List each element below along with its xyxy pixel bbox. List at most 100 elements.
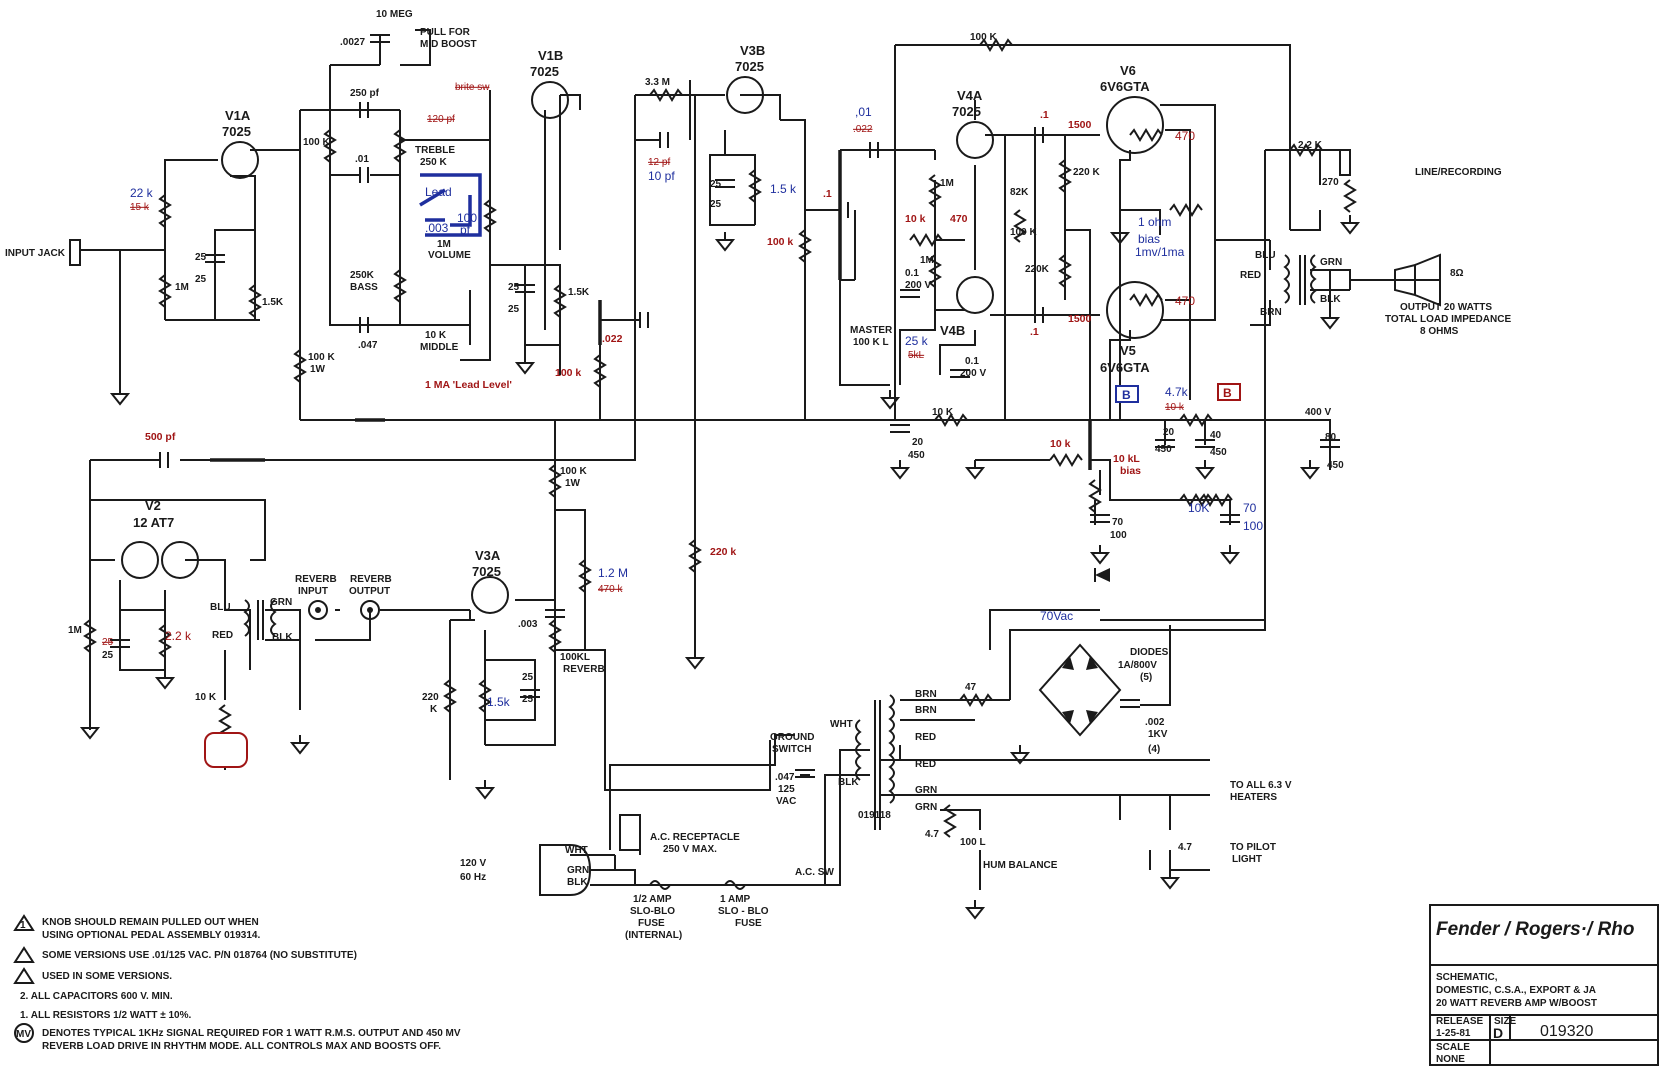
- svg-text:500 pf: 500 pf: [145, 431, 176, 443]
- svg-text:220 K: 220 K: [1073, 167, 1100, 178]
- svg-text:70: 70: [1243, 501, 1257, 515]
- svg-text:20: 20: [1163, 427, 1175, 438]
- svg-text:270: 270: [1322, 177, 1339, 188]
- svg-text:Lead: Lead: [425, 185, 452, 199]
- svg-text:TREBLE: TREBLE: [415, 145, 455, 156]
- v3b-type: 7025: [735, 59, 764, 74]
- svg-text:10 MEG: 10 MEG: [376, 9, 413, 20]
- svg-text:SCALE: SCALE: [1436, 1042, 1470, 1053]
- svg-text:470: 470: [1175, 129, 1195, 143]
- svg-text:82K: 82K: [1010, 187, 1029, 198]
- svg-text:10 K: 10 K: [932, 407, 954, 418]
- svg-text:80: 80: [1325, 432, 1337, 443]
- svg-text:K: K: [430, 704, 438, 715]
- svg-text:OUTPUT: OUTPUT: [349, 586, 390, 597]
- svg-text:DENOTES TYPICAL 1KHz SIGNAL RE: DENOTES TYPICAL 1KHz SIGNAL REQUIRED FOR…: [42, 1028, 461, 1039]
- svg-text:LIGHT: LIGHT: [1232, 854, 1262, 865]
- svg-text:220K: 220K: [1025, 264, 1050, 275]
- svg-text:60 Hz: 60 Hz: [460, 872, 486, 883]
- svg-text:USED IN SOME VERSIONS.: USED IN SOME VERSIONS.: [42, 971, 172, 982]
- svg-text:20 WATT REVERB AMP W/BOOST: 20 WATT REVERB AMP W/BOOST: [1436, 998, 1597, 1009]
- svg-text:GRN: GRN: [915, 785, 937, 796]
- svg-text:3.3 M: 3.3 M: [645, 77, 670, 88]
- svg-text:BASS: BASS: [350, 282, 378, 293]
- svg-text:BLU: BLU: [210, 602, 231, 613]
- svg-text:250 V MAX.: 250 V MAX.: [663, 844, 717, 855]
- svg-text:1/2 AMP: 1/2 AMP: [633, 894, 672, 905]
- v1a-id: V1A: [225, 108, 251, 123]
- svg-text:SOME VERSIONS USE .01/125 VAC.: SOME VERSIONS USE .01/125 VAC. P/N 01876…: [42, 950, 357, 961]
- svg-text:1M: 1M: [68, 625, 82, 636]
- svg-text:250 pf: 250 pf: [350, 88, 380, 99]
- svg-text:bias: bias: [1120, 465, 1141, 477]
- svg-text:SLO - BLO: SLO - BLO: [718, 906, 769, 917]
- svg-text:USING OPTIONAL PEDAL ASSEMBLY: USING OPTIONAL PEDAL ASSEMBLY 019314.: [42, 930, 260, 941]
- svg-text:100 k: 100 k: [767, 236, 793, 248]
- svg-text:BRN: BRN: [1260, 307, 1282, 318]
- svg-text:019118: 019118: [858, 810, 891, 821]
- svg-text:25: 25: [195, 252, 207, 263]
- svg-text:25: 25: [710, 199, 722, 210]
- svg-text:450: 450: [1327, 460, 1344, 471]
- svg-text:220: 220: [422, 692, 439, 703]
- svg-text:1 AMP: 1 AMP: [720, 894, 751, 905]
- svg-text:100 K: 100 K: [308, 352, 335, 363]
- svg-text:25: 25: [522, 672, 534, 683]
- svg-text:100 L: 100 L: [960, 837, 986, 848]
- svg-text:019320: 019320: [1540, 1023, 1593, 1040]
- svg-text:OUTPUT 20 WATTS: OUTPUT 20 WATTS: [1400, 302, 1492, 313]
- svg-text:1.5K: 1.5K: [262, 297, 284, 308]
- svg-text:.022: .022: [602, 333, 623, 345]
- svg-text:BRN: BRN: [915, 689, 937, 700]
- v5-id: V5: [1120, 343, 1136, 358]
- svg-text:8 OHMS: 8 OHMS: [1420, 326, 1459, 337]
- svg-text:INPUT: INPUT: [298, 586, 328, 597]
- svg-text:220 k: 220 k: [710, 546, 736, 558]
- svg-text:470: 470: [1175, 294, 1195, 308]
- svg-text:10 k: 10 k: [1165, 402, 1185, 413]
- components: [69, 34, 1441, 919]
- svg-text:REVERB LOAD DRIVE IN RHYTHM MO: REVERB LOAD DRIVE IN RHYTHM MODE. ALL CO…: [42, 1041, 441, 1052]
- title-block: Fender / Rogers·/ Rho SCHEMATIC, DOMESTI…: [1429, 904, 1659, 1066]
- svg-text:BLK: BLK: [1320, 294, 1341, 305]
- svg-text:.002: .002: [1145, 717, 1165, 728]
- svg-text:100: 100: [1110, 530, 1127, 541]
- svg-text:B: B: [1122, 388, 1131, 402]
- svg-text:1.2 M: 1.2 M: [598, 566, 628, 580]
- svg-text:.1: .1: [1040, 109, 1049, 121]
- svg-text:100 K L: 100 K L: [853, 337, 889, 348]
- svg-text:15 k: 15 k: [130, 202, 150, 213]
- svg-text:DOMESTIC, C.S.A., EXPORT & JA: DOMESTIC, C.S.A., EXPORT & JA: [1436, 985, 1596, 996]
- svg-text:40: 40: [1210, 430, 1222, 441]
- svg-text:100 K: 100 K: [303, 137, 330, 148]
- svg-text:MID BOOST: MID BOOST: [420, 39, 477, 50]
- svg-text:10 K: 10 K: [195, 692, 217, 703]
- v2-type: 12 AT7: [133, 515, 174, 530]
- svg-text:RED: RED: [1240, 270, 1261, 281]
- svg-text:WHT: WHT: [830, 719, 853, 730]
- svg-text:SIZE: SIZE: [1494, 1016, 1517, 1027]
- svg-text:5kL: 5kL: [908, 350, 925, 361]
- svg-text:RED: RED: [915, 759, 936, 770]
- svg-text:470 k: 470 k: [598, 584, 623, 595]
- svg-text:250K: 250K: [350, 270, 375, 281]
- svg-text:1M: 1M: [175, 282, 189, 293]
- svg-text:BLU: BLU: [1255, 250, 1276, 261]
- svg-text:125: 125: [778, 784, 795, 795]
- svg-text:VAC: VAC: [776, 796, 796, 807]
- svg-text:1mv/1ma: 1mv/1ma: [1135, 245, 1185, 259]
- svg-text:TOTAL LOAD IMPEDANCE: TOTAL LOAD IMPEDANCE: [1385, 314, 1511, 325]
- svg-text:20: 20: [912, 437, 924, 448]
- svg-text:1500: 1500: [1068, 313, 1092, 325]
- svg-text:B: B: [1223, 386, 1232, 400]
- svg-text:.01: .01: [355, 154, 369, 165]
- svg-text:10K: 10K: [1188, 501, 1209, 515]
- svg-text:.1: .1: [823, 188, 832, 200]
- svg-text:FUSE: FUSE: [735, 918, 762, 929]
- svg-text:HEATERS: HEATERS: [1230, 792, 1277, 803]
- v1b-id: V1B: [538, 48, 563, 63]
- svg-text:SCHEMATIC,: SCHEMATIC,: [1436, 972, 1498, 983]
- svg-text:12 pf: 12 pf: [648, 157, 670, 168]
- svg-text:1A/800V: 1A/800V: [1118, 660, 1157, 671]
- svg-text:100: 100: [1243, 519, 1263, 533]
